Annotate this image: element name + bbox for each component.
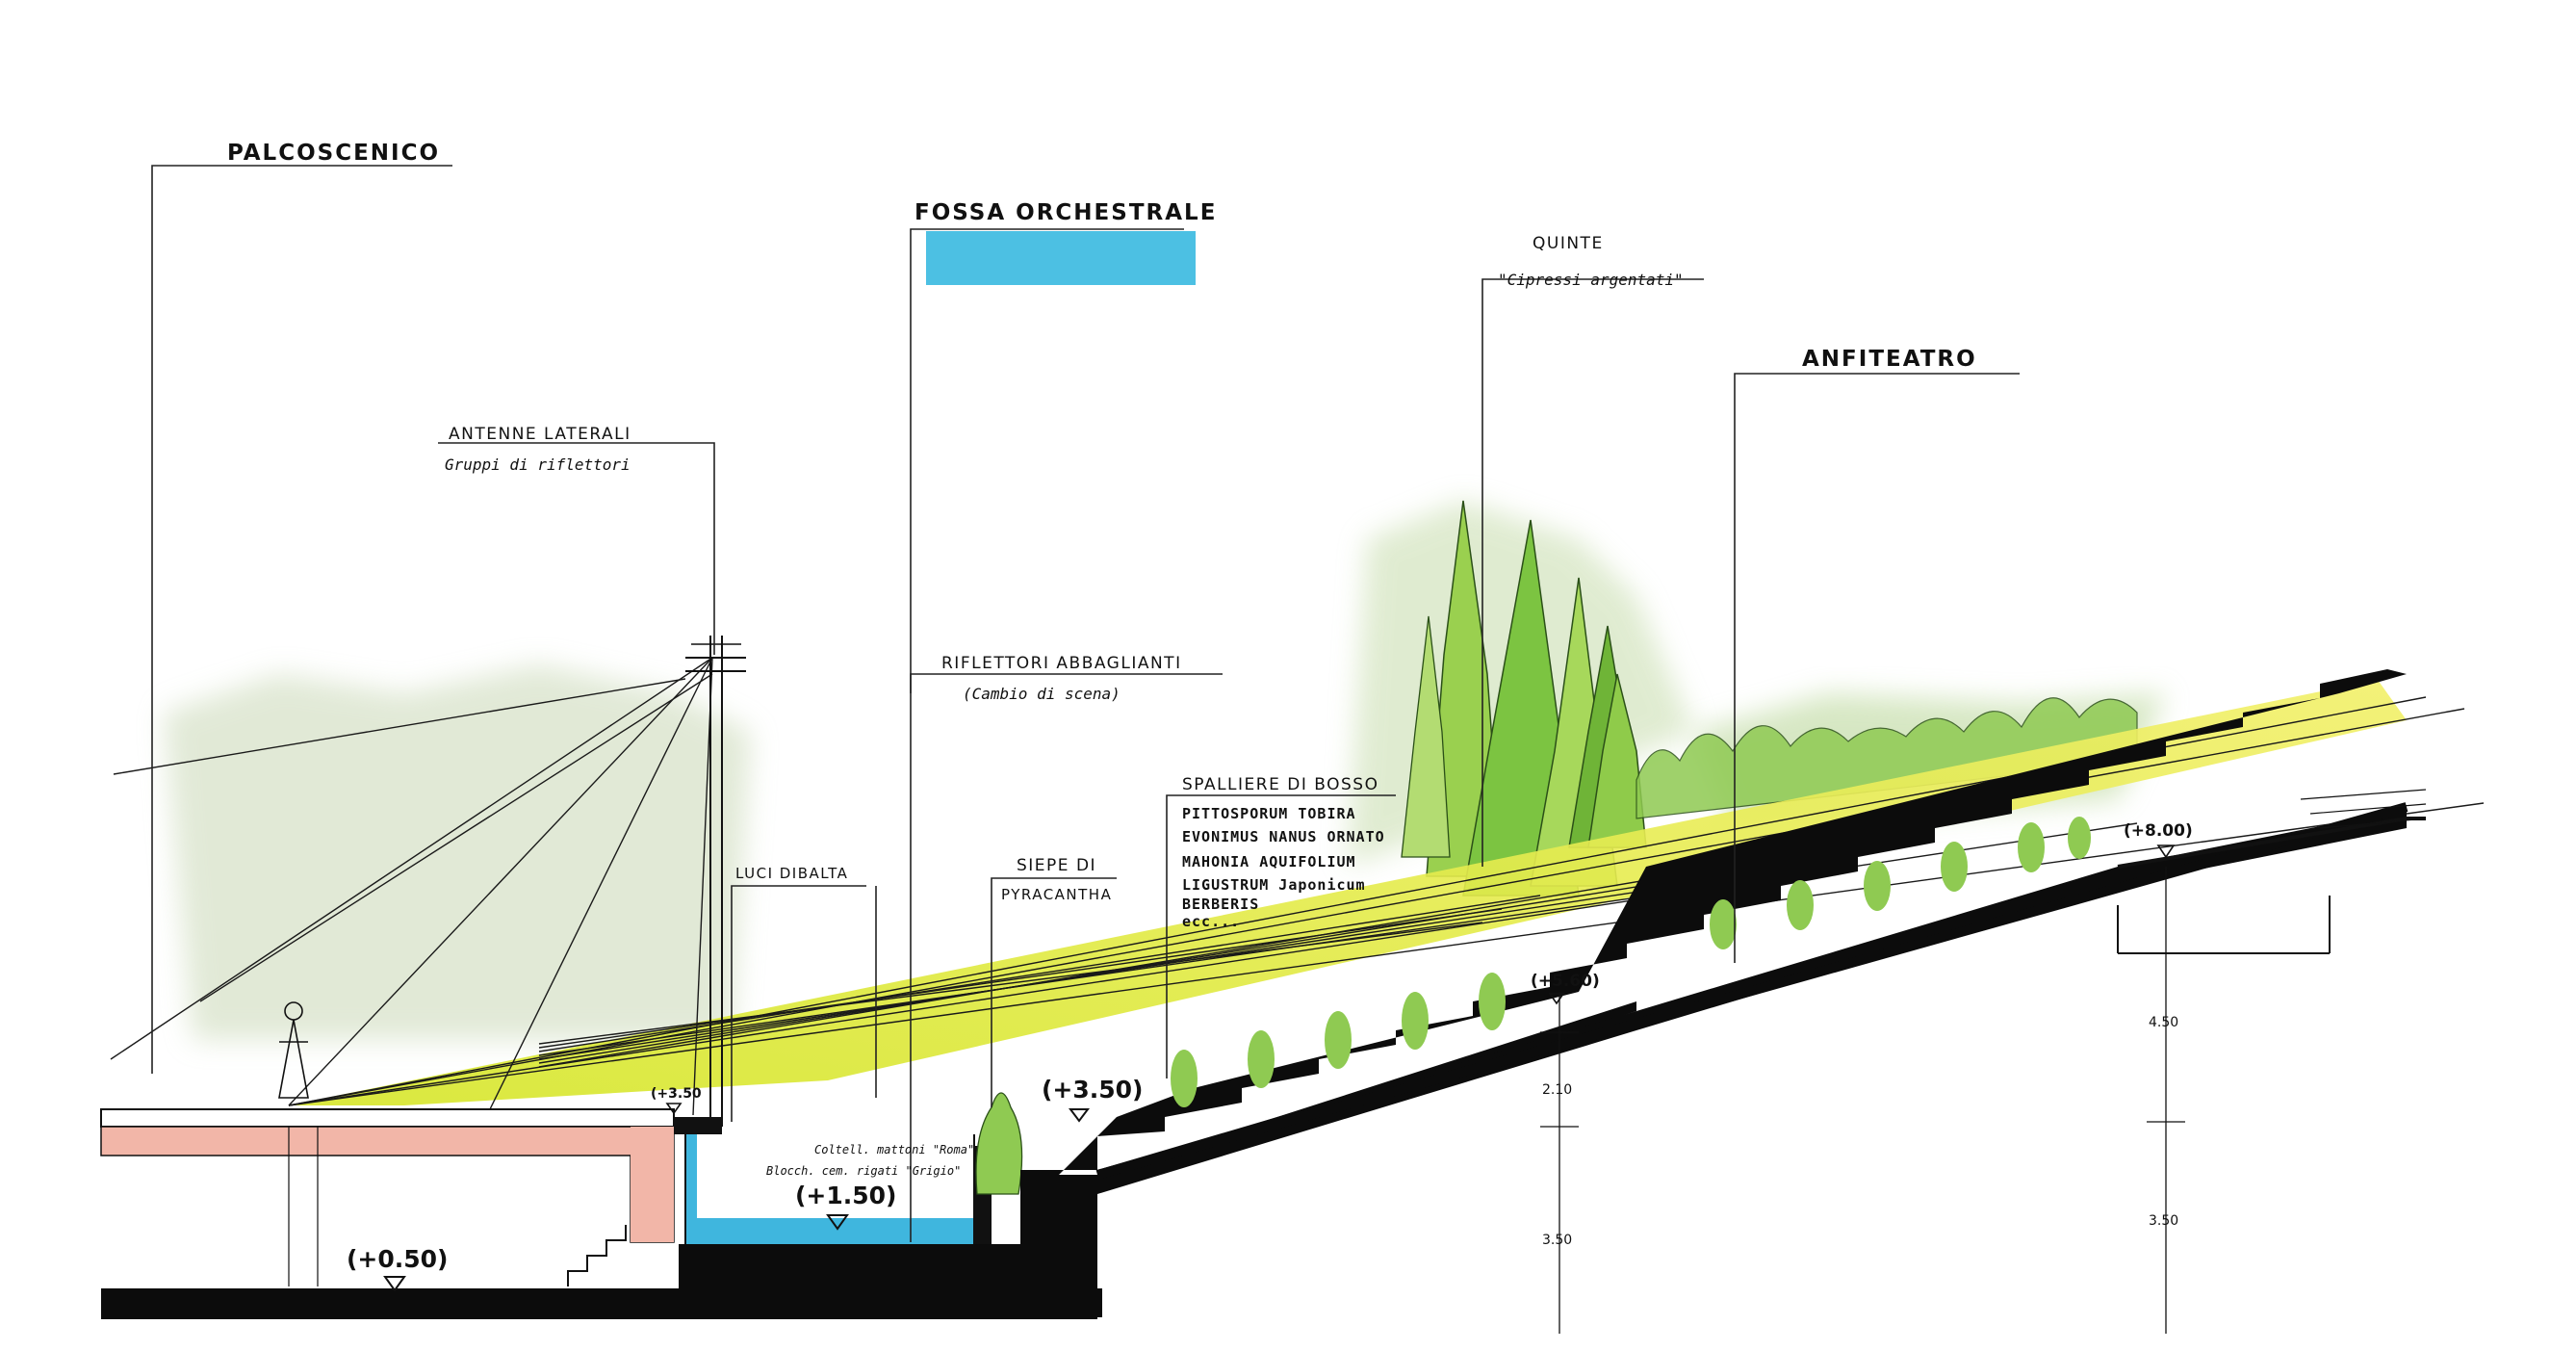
plant-item: EVONIMUS NANUS ORNATO bbox=[1182, 828, 1385, 845]
dimension-label: 2.10 bbox=[1542, 1082, 1572, 1098]
elevation-stage: (+0.50) bbox=[347, 1245, 448, 1292]
elevation-marker-icon bbox=[1069, 1108, 1090, 1123]
elevation-mid: (+5.60) bbox=[1531, 972, 1600, 1005]
plant-item: LIGUSTRUM Japonicum bbox=[1182, 876, 1366, 894]
actor-figure bbox=[278, 1001, 309, 1099]
distant-hedge bbox=[1636, 697, 2138, 819]
terrace-plants bbox=[1171, 817, 2091, 1107]
elevation-marker-icon bbox=[1548, 993, 1565, 1005]
elevation-text: (+3.50 bbox=[651, 1086, 702, 1102]
label-antenne-laterali: ANTENNE LATERALI bbox=[449, 425, 631, 444]
antenna-mast bbox=[685, 636, 746, 1127]
leader-lines bbox=[151, 165, 2185, 1334]
label-antenne-sub: Gruppi di riflettori bbox=[445, 455, 631, 474]
dimension-label: 3.50 bbox=[2149, 1213, 2178, 1229]
elevation-top: (+8.00) bbox=[2124, 821, 2193, 859]
plant-item: MAHONIA AQUIFOLIUM bbox=[1182, 853, 1356, 870]
elevation-marker-icon bbox=[826, 1214, 849, 1231]
plant-item: ecc... bbox=[1182, 913, 1240, 930]
label-siepe-di: SIEPE DI bbox=[1017, 856, 1096, 875]
note-brick: Coltell. mattoni "Roma" bbox=[814, 1143, 974, 1156]
dimension-label: 4.50 bbox=[2149, 1015, 2178, 1030]
antenna-rays bbox=[110, 657, 713, 1118]
pyracantha-hedge bbox=[975, 1092, 1023, 1195]
label-quinte: QUINTE bbox=[1533, 234, 1604, 253]
elevation-marker-icon bbox=[2156, 844, 2176, 859]
elevation-stage-edge: (+3.50 bbox=[651, 1086, 702, 1115]
label-fossa-orchestrale: FOSSA ORCHESTRALE bbox=[914, 200, 1217, 225]
elevation-text: (+5.60) bbox=[1531, 972, 1600, 991]
elevation-text: (+0.50) bbox=[347, 1245, 448, 1273]
fossa-color-swatch bbox=[926, 231, 1196, 285]
label-riflettori-abbaglianti: RIFLETTORI ABBAGLIANTI bbox=[941, 654, 1182, 673]
elevation-text: (+8.00) bbox=[2124, 821, 2193, 841]
label-palcoscenico: PALCOSCENICO bbox=[227, 141, 440, 166]
plant-item: BERBERIS bbox=[1182, 896, 1259, 913]
elevation-text: (+1.50) bbox=[795, 1182, 896, 1209]
label-quinte-sub: "Cipressi argentati" bbox=[1498, 271, 1684, 289]
light-beams bbox=[288, 680, 2485, 1106]
elevation-marker-icon bbox=[383, 1276, 406, 1292]
label-luci-dibalta: LUCI DIBALTA bbox=[735, 865, 848, 882]
plant-item: PITTOSPORUM TOBIRA bbox=[1182, 805, 1356, 822]
elevation-text: (+3.50) bbox=[1042, 1076, 1143, 1104]
ground-mass bbox=[101, 669, 2409, 1319]
label-riflettori-sub: (Cambio di scena) bbox=[963, 685, 1121, 703]
elevation-terrace: (+3.50) bbox=[1042, 1076, 1143, 1123]
elevation-marker-icon bbox=[665, 1103, 683, 1115]
note-blocks: Blocch. cem. rigati "Grigio" bbox=[766, 1164, 961, 1178]
upper-platform bbox=[2117, 789, 2427, 954]
dimension-label: 3.50 bbox=[1542, 1233, 1572, 1248]
stage bbox=[100, 1108, 675, 1286]
plant-list: PITTOSPORUM TOBIRA EVONIMUS NANUS ORNATO… bbox=[1182, 805, 1385, 930]
label-anfiteatro: ANFITEATRO bbox=[1802, 347, 1977, 372]
elevation-pit: (+1.50) bbox=[795, 1182, 896, 1231]
label-pyracantha: PYRACANTHA bbox=[1001, 886, 1112, 903]
label-spalliere-di-bosso: SPALLIERE DI BOSSO bbox=[1182, 775, 1378, 794]
